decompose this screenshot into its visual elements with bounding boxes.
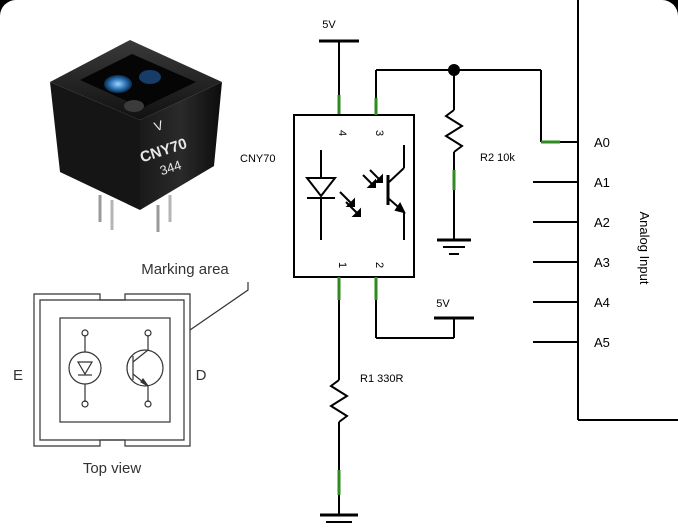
top-view-caption: Top view	[83, 460, 142, 477]
photo-marking-code: 344	[158, 157, 183, 178]
pin1-label: 1	[336, 262, 348, 268]
analog-input-label: Analog Input	[637, 211, 652, 284]
cny70-box	[293, 114, 415, 278]
marking-area-label: Marking area	[141, 261, 229, 278]
pin-label-a2: A2	[594, 215, 610, 230]
r1-resistor	[329, 379, 349, 423]
cny70-label: CNY70	[240, 153, 275, 165]
led-symbol	[304, 150, 361, 240]
r2-label: R2 10k	[480, 152, 515, 164]
ground-symbol-r1	[320, 513, 358, 523]
supply-top-label: 5V	[322, 19, 336, 31]
pin-label-a1: A1	[594, 175, 610, 190]
pin3-label: 3	[373, 130, 385, 136]
r2-resistor	[444, 109, 464, 153]
ground-symbol-r2	[437, 238, 471, 255]
pin-label-a0: A0	[594, 135, 610, 150]
pin4-label: 4	[336, 130, 348, 136]
supply-right-label: 5V	[436, 298, 450, 310]
schematic: 5V CNY70 4 3 1 2	[240, 19, 578, 523]
pin-label-a4: A4	[594, 295, 610, 310]
top-view-right-pin: D	[196, 367, 207, 384]
top-view-drawing: Marking area E D Top view	[13, 261, 249, 477]
phototransistor-symbol	[362, 145, 406, 240]
pin2-label: 2	[373, 262, 385, 268]
cny70-photo: V CNY70 344	[50, 40, 222, 232]
pin-label-a5: A5	[594, 335, 610, 350]
pin-label-a3: A3	[594, 255, 610, 270]
top-view-left-pin: E	[13, 367, 23, 384]
r1-label: R1 330R	[360, 373, 403, 385]
